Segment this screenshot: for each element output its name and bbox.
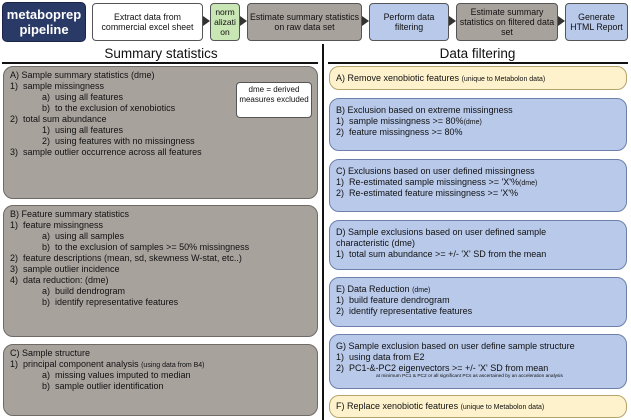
panel-title: G) Sample exclusion based on user define…: [336, 341, 575, 351]
panel-title: E) Data Reduction (dme): [336, 284, 431, 294]
panel-title: A) Sample summary statistics (dme): [10, 70, 155, 80]
list-item: 2)feature missingness >= 80%: [336, 127, 463, 137]
summary-statistics-heading: Summary statistics: [104, 46, 218, 61]
filter-sample-structure: G) Sample exclusion based on user define…: [329, 334, 627, 389]
filter-sample-characteristic: D) Sample exclusions based on user defin…: [329, 220, 627, 270]
panel-title: A) Remove xenobiotic features (unique to…: [336, 73, 546, 83]
filter-remove-xenobiotics: A) Remove xenobiotic features (unique to…: [329, 66, 627, 90]
list-item: 1)using data from E2: [336, 352, 425, 362]
filter-extreme-missingness: B) Exclusion based on extreme missingnes…: [329, 98, 627, 151]
list-item: a)using all samples: [42, 231, 125, 241]
column-divider: [322, 44, 324, 420]
list-item: b)to the exclusion of samples >= 50% mis…: [42, 242, 250, 252]
arrow-icon: [449, 16, 456, 26]
list-item: b)to the exclusion of xenobiotics: [42, 103, 176, 113]
panel-feature-summary: B) Feature summary statistics 1)feature …: [3, 205, 318, 337]
data-filtering-heading: Data filtering: [439, 46, 516, 61]
step-normalization: normalization: [210, 3, 240, 41]
filter-replace-xenobiotics: F) Replace xenobiotic features (unique t…: [329, 395, 627, 418]
panel-title: C) Sample structure: [10, 348, 91, 358]
list-item: 3)sample outlier occurrence across all f…: [10, 147, 202, 157]
heading-rule-left: [2, 62, 318, 64]
list-item: b)identify representative features: [42, 297, 179, 307]
list-item: 1)build feature dendrogram: [336, 295, 450, 305]
list-item: 1)Re-estimated sample missingness >= 'X'…: [336, 177, 538, 187]
list-item: 2)identify representative features: [336, 306, 473, 316]
list-item: a)using all features: [42, 92, 124, 102]
arrow-icon: [203, 16, 210, 26]
heading-rule-right: [328, 62, 628, 64]
pipeline-brand: metaboprep pipeline: [2, 2, 86, 42]
panel-title: D) Sample exclusions based on user defin…: [336, 227, 547, 237]
list-item: 1)feature missingness: [10, 220, 104, 230]
panel-title: C) Exclusions based on user defined miss…: [336, 166, 535, 176]
list-item: 1)using all features: [42, 125, 124, 135]
list-item: 4)data reduction: (dme): [10, 275, 109, 285]
list-item: 1)principal component analysis (using da…: [10, 359, 205, 369]
arrow-icon: [558, 16, 565, 26]
list-item: a)build dendrogram: [42, 286, 126, 296]
list-item: 1)total sum abundance >= +/- 'X' SD from…: [336, 249, 547, 259]
pc-footnote: at minimum PC1 & PC2 or all significant …: [376, 374, 563, 379]
filter-user-missingness: C) Exclusions based on user defined miss…: [329, 159, 627, 212]
panel-title: B) Exclusion based on extreme missingnes…: [336, 105, 513, 115]
list-item: 2)PC1-&-PC2 eigenvectors >= +/- 'X' SD f…: [336, 363, 549, 373]
panel-sample-structure: C) Sample structure 1)principal componen…: [3, 344, 318, 416]
filter-data-reduction: E) Data Reduction (dme) 1)build feature …: [329, 277, 627, 327]
list-item: 3)sample outlier incidence: [10, 264, 120, 274]
list-item: 1)sample missingness >= 80%(dme): [336, 116, 482, 126]
list-item: 2)Re-estimated feature missingness >= 'X…: [336, 188, 519, 198]
panel-title-continued: characteristic (dme): [336, 238, 416, 248]
step-filtered-summary: Estimate summary statistics on filtered …: [456, 3, 558, 41]
list-item: 1)sample missingness: [10, 81, 105, 91]
step-html-report: Generate HTML Report: [565, 3, 628, 41]
list-item: 2)using features with no missingness: [42, 136, 195, 146]
arrow-icon: [240, 16, 247, 26]
dme-note: dme = derived measures excluded: [236, 82, 312, 118]
list-item: b)sample outlier identification: [42, 381, 164, 391]
list-item: a)missing values imputed to median: [42, 370, 191, 380]
arrow-icon: [362, 16, 369, 26]
panel-title: B) Feature summary statistics: [10, 209, 130, 219]
panel-title: F) Replace xenobiotic features (unique t…: [336, 401, 545, 411]
step-raw-summary: Estimate summary statistics on raw data …: [247, 3, 362, 41]
step-extract: Extract data from commercial excel sheet: [92, 3, 203, 41]
list-item: 2)total sum abundance: [10, 114, 107, 124]
list-item: 2)feature descriptions (mean, sd, skewne…: [10, 253, 242, 263]
step-filtering: Perform data filtering: [369, 3, 449, 41]
